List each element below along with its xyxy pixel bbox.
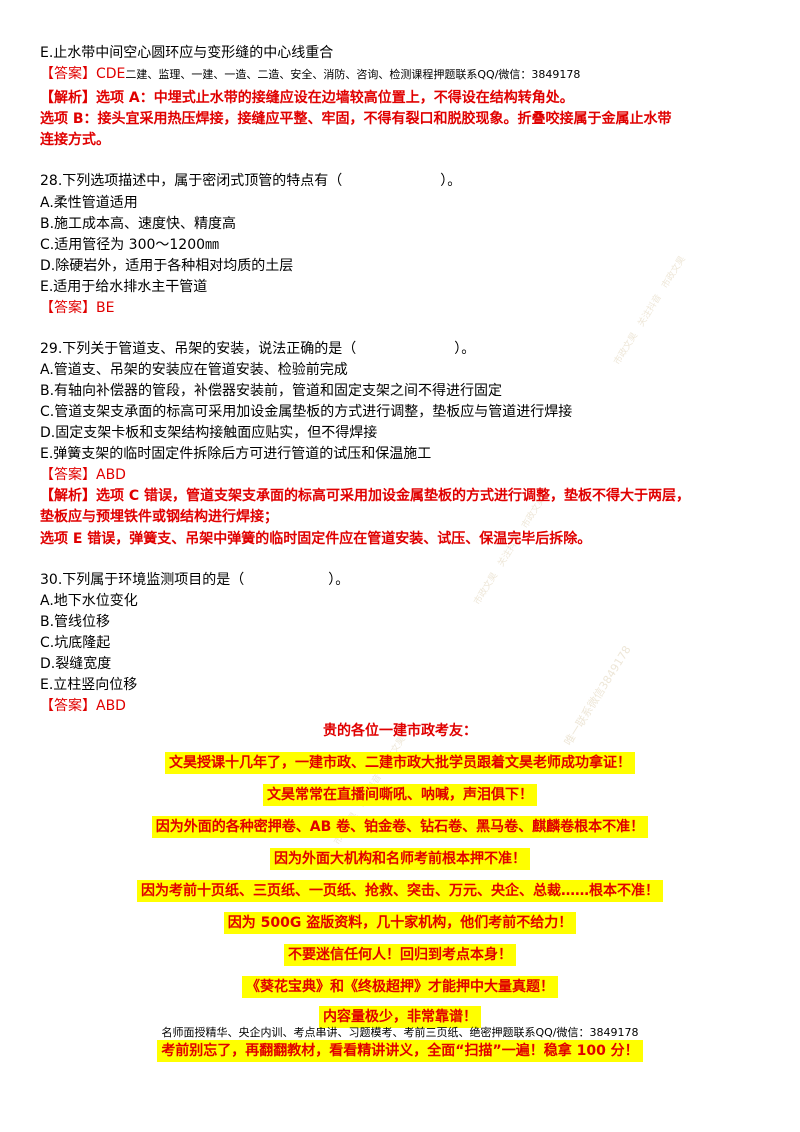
promo-row: 《葵花宝典》和《终极超押》才能押中大量真题！ xyxy=(0,976,800,998)
q28-option: C.适用管径为 300～1200㎜ xyxy=(40,237,220,253)
q27-option-e: E.止水带中间空心圆环应与变形缝的中心线重合 xyxy=(40,45,334,61)
q28-option: D.除硬岩外，适用于各种相对均质的土层 xyxy=(40,258,294,274)
q27-answer: 【答案】CDE二建、监理、一建、一造、二造、安全、消防、咨询、检测课程押题联系Q… xyxy=(40,65,580,84)
promo-row: 文昊常常在直播间嘶吼、呐喊，声泪俱下！ xyxy=(0,784,800,806)
q29-analysis-1: 【解析】选项 C 错误，管道支架支承面的标高可采用加设金属垫板的方式进行调整，垫… xyxy=(40,488,691,504)
contact-note: 二建、监理、一建、一造、二造、安全、消防、咨询、检测课程押题联系QQ/微信：38… xyxy=(125,68,581,81)
q29-option: A.管道支、吊架的安装应在管道安装、检验前完成 xyxy=(40,362,348,378)
q29-option: E.弹簧支架的临时固定件拆除后方可进行管道的试压和保温施工 xyxy=(40,446,432,462)
promo-row: 因为外面的各种密押卷、AB 卷、铂金卷、钻石卷、黑马卷、麒麟卷根本不准！ xyxy=(0,816,800,838)
promo-line: 因为考前十页纸、三页纸、一页纸、抢救、突击、万元、央企、总裁……根本不准！ xyxy=(137,880,663,902)
promo-greeting-row: 贵的各位一建市政考友： xyxy=(0,720,800,741)
answer-value: CDE xyxy=(96,66,126,82)
promo-line: 文昊授课十几年了，一建市政、二建市政大批学员跟着文昊老师成功拿证！ xyxy=(165,752,635,774)
answer-label: 【答案】 xyxy=(40,66,96,82)
q28-option: A.柔性管道适用 xyxy=(40,195,138,211)
q29-option: B.有轴向补偿器的管段，补偿器安装前，管道和固定支架之间不得进行固定 xyxy=(40,383,503,399)
q27-analysis-1: 【解析】选项 A：中埋式止水带的接缝应设在边墙较高位置上，不得设在结构转角处。 xyxy=(40,90,574,106)
q29-option: D.固定支架卡板和支架结构接触面应贴实，但不得焊接 xyxy=(40,425,378,441)
promo-row: 不要迷信任何人！回归到考点本身！ xyxy=(0,944,800,966)
promo-row: 因为外面大机构和名师考前根本押不准！ xyxy=(0,848,800,870)
promo-line: 因为外面大机构和名师考前根本押不准！ xyxy=(270,848,530,870)
q29-stem: 29.下列关于管道支、吊架的安装，说法正确的是（ ）。 xyxy=(40,341,476,357)
promo-line: 因为外面的各种密押卷、AB 卷、铂金卷、钻石卷、黑马卷、麒麟卷根本不准！ xyxy=(151,816,649,838)
promo-line: 《葵花宝典》和《终极超押》才能押中大量真题！ xyxy=(242,976,558,998)
promo-line: 内容量极少，非常靠谱！ xyxy=(319,1006,481,1028)
q27-analysis-2: 选项 B：接头宜采用热压焊接，接缝应平整、牢固，不得有裂口和脱胶现象。折叠咬接属… xyxy=(40,111,672,127)
watermark: 市政文昊 关注抖音 市政文昊 xyxy=(612,254,688,367)
promo-line: 文昊常常在直播间嘶吼、呐喊，声泪俱下！ xyxy=(263,784,537,806)
q29-answer: 【答案】ABD xyxy=(40,467,126,483)
promo-greeting: 贵的各位一建市政考友： xyxy=(323,723,477,739)
promo-row: 内容量极少，非常靠谱！ xyxy=(0,1006,800,1028)
promo-line: 不要迷信任何人！回归到考点本身！ xyxy=(284,944,516,966)
q28-stem: 28.下列选项描述中，属于密闭式顶管的特点有（ ）。 xyxy=(40,173,462,189)
q28-answer: 【答案】BE xyxy=(40,300,115,316)
q30-option: C.坑底隆起 xyxy=(40,635,111,651)
watermark: 市政文昊 关注抖音 市政文昊 xyxy=(472,494,548,607)
q29-analysis-3: 选项 E 错误，弹簧支、吊架中弹簧的临时固定件应在管道安装、试压、保温完毕后拆除… xyxy=(40,531,592,547)
promo-row: 因为考前十页纸、三页纸、一页纸、抢救、突击、万元、央企、总裁……根本不准！ xyxy=(0,880,800,902)
q29-option: C.管道支架支承面的标高可采用加设金属垫板的方式进行调整，垫板应与管道进行焊接 xyxy=(40,404,573,420)
promo-row: 因为 500G 盗版资料，几十家机构，他们考前不给力！ xyxy=(0,912,800,934)
promo-row: 文昊授课十几年了，一建市政、二建市政大批学员跟着文昊老师成功拿证！ xyxy=(0,752,800,774)
q30-option: A.地下水位变化 xyxy=(40,593,138,609)
promo-last-line: 考前别忘了，再翻翻教材，看看精讲讲义，全面“扫描”一遍！稳拿 100 分！ xyxy=(157,1040,643,1062)
promo-line: 因为 500G 盗版资料，几十家机构，他们考前不给力！ xyxy=(223,912,577,934)
q27-analysis-3: 连接方式。 xyxy=(40,132,110,148)
footer-contact-note: 名师面授精华、央企内训、考点串讲、习题模考、考前三页纸、绝密押题联系QQ/微信：… xyxy=(161,1026,639,1039)
q29-analysis-2: 垫板应与预埋铁件或钢结构进行焊接； xyxy=(40,509,278,525)
q30-option: B.管线位移 xyxy=(40,614,111,630)
q28-option: E.适用于给水排水主干管道 xyxy=(40,279,208,295)
q30-answer: 【答案】ABD xyxy=(40,698,126,714)
promo-row-last: 考前别忘了，再翻翻教材，看看精讲讲义，全面“扫描”一遍！稳拿 100 分！ xyxy=(0,1040,800,1062)
q28-option: B.施工成本高、速度快、精度高 xyxy=(40,216,237,232)
q30-option: D.裂缝宽度 xyxy=(40,656,112,672)
q30-option: E.立柱竖向位移 xyxy=(40,677,138,693)
q30-stem: 30.下列属于环境监测项目的是（ ）。 xyxy=(40,572,350,588)
